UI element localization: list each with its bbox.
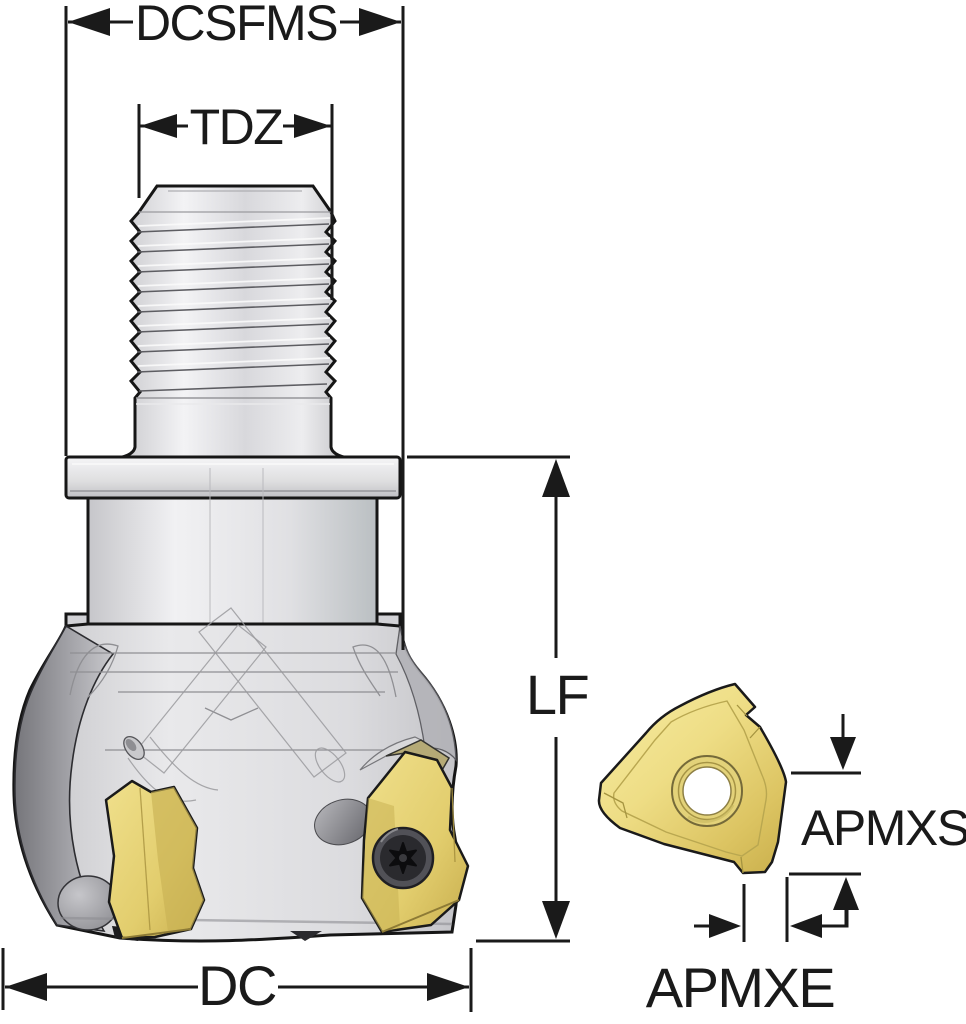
apmxs-label: APMXS — [801, 800, 966, 856]
right-scallop-crest — [352, 644, 397, 698]
tdz-arrow-right — [294, 114, 331, 138]
thread-highlights — [137, 217, 331, 367]
thread-crests — [136, 223, 330, 392]
apmxe-label: APMXE — [646, 956, 835, 1019]
left-scallop-crest — [69, 643, 119, 698]
milling-cutter-tool — [12, 184, 470, 943]
dim-apmxe: APMXE — [646, 877, 849, 1019]
threaded-shank — [109, 184, 357, 461]
lf-arrow-down — [542, 901, 570, 939]
tdz-arrow-left — [140, 114, 177, 138]
dim-dc: DC — [1, 948, 473, 1017]
right-flute — [395, 625, 457, 762]
dc-arrow-right — [427, 973, 469, 1001]
torx-screw-icon — [371, 826, 435, 890]
tool-body — [64, 468, 402, 645]
standalone-insert — [597, 682, 788, 875]
dc-arrow-left — [5, 973, 47, 1001]
dc-label: DC — [198, 954, 276, 1017]
right-insert — [359, 736, 470, 934]
insert-hole — [671, 755, 743, 827]
left-insert-facet — [151, 787, 204, 932]
dcsfms-arrow-left — [68, 8, 110, 36]
collar-flange — [64, 455, 402, 500]
dim-dcsfms: DCSFMS — [64, 0, 405, 650]
apmxe-arrow-left — [790, 914, 822, 938]
left-flute — [14, 624, 115, 933]
left-insert — [104, 779, 206, 941]
apmxe-arrow-right — [709, 914, 741, 938]
face-lines — [70, 652, 398, 751]
dim-apmxs: APMXS — [789, 714, 966, 927]
insert-corner-grooves — [603, 704, 761, 874]
coolant-hole-left — [123, 735, 145, 761]
apmxs-arrow-up — [833, 877, 859, 910]
dcsfms-label: DCSFMS — [135, 0, 337, 51]
lf-arrow-up — [542, 459, 570, 497]
dcsfms-arrow-right — [359, 8, 401, 36]
dim-lf: LF — [407, 455, 590, 943]
lf-label: LF — [526, 663, 588, 726]
bottom-notch — [290, 931, 322, 941]
apmxs-arrow-down — [830, 737, 856, 770]
dim-tdz: TDZ — [137, 99, 334, 300]
insert-top-face-line — [612, 700, 768, 857]
tdz-label: TDZ — [190, 99, 283, 155]
